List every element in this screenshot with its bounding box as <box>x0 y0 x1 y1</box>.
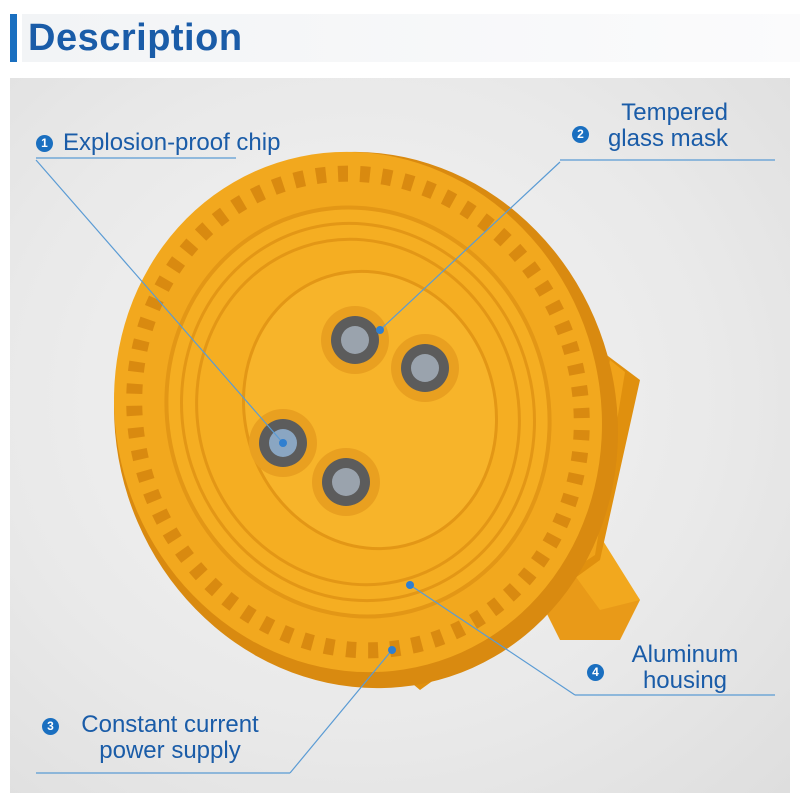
callout-number-4: 4 <box>587 664 604 681</box>
leader-dots <box>279 326 414 654</box>
aluminum-housing-disc <box>114 151 618 689</box>
callout-tempered-glass-mask: 2 Tempered glass mask <box>572 99 728 152</box>
callout-label-line1: Constant current <box>81 711 259 738</box>
callout-constant-current-power-supply: 3 Constant current power supply <box>40 712 300 764</box>
description-header: Description <box>0 0 800 72</box>
callout-explosion-proof-chip: 1 Explosion-proof chip <box>36 130 280 156</box>
callout-label-line1: Aluminum <box>631 641 739 668</box>
callout-label-line2: housing <box>642 667 728 694</box>
header-bar <box>22 14 800 62</box>
callout-label: Explosion-proof chip <box>63 129 281 156</box>
callout-label-line2: power supply <box>99 737 241 764</box>
callout-number-1: 1 <box>36 135 53 152</box>
callout-label-line2: glass mask <box>607 125 728 152</box>
page-title: Description <box>28 17 243 59</box>
leader-lines <box>35 157 775 774</box>
led-chips <box>249 306 459 516</box>
callout-number-2: 2 <box>572 126 589 143</box>
header-accent <box>10 14 17 62</box>
callout-number-3: 3 <box>42 718 59 735</box>
callout-label-line1: Tempered <box>621 99 728 126</box>
callout-aluminum-housing: 4 Aluminum housing <box>585 642 785 694</box>
